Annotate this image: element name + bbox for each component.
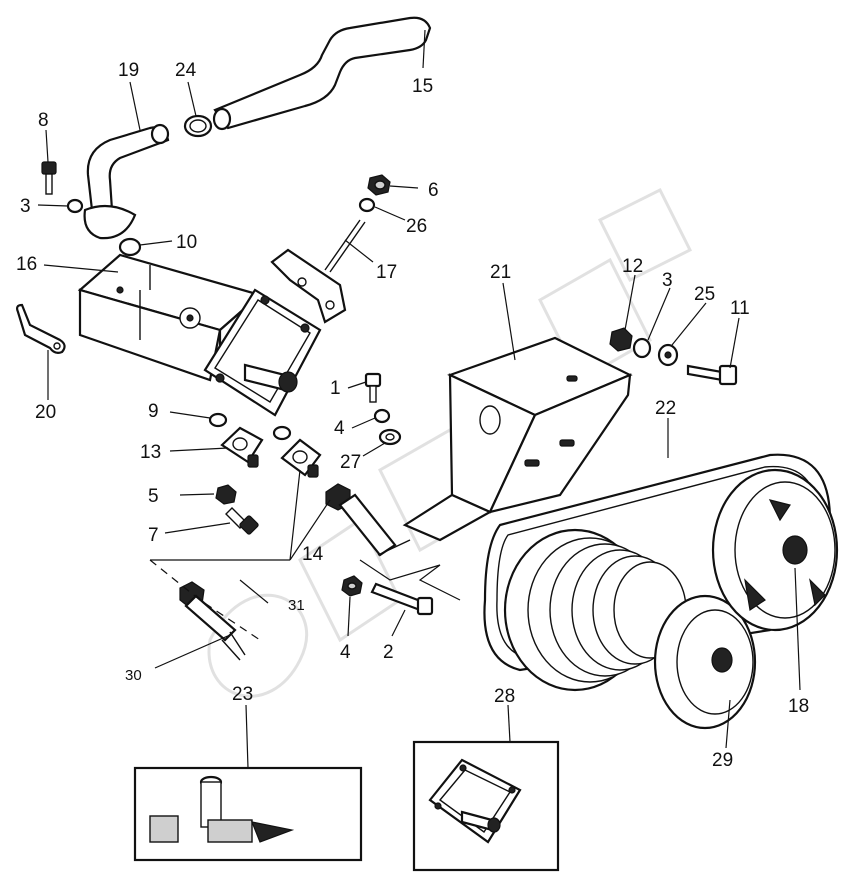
washer-9 <box>208 412 228 428</box>
callout-20: 20 <box>35 402 56 423</box>
callout-16: 16 <box>16 254 37 275</box>
nut-4-lower <box>341 575 363 597</box>
callout-28: 28 <box>494 686 515 707</box>
nut-5 <box>215 484 237 505</box>
pulley-29 <box>653 594 757 730</box>
callout-4-lower: 4 <box>340 642 351 663</box>
callout-2: 2 <box>383 642 394 663</box>
callout-3-left: 3 <box>20 196 31 217</box>
callout-29: 29 <box>712 750 733 771</box>
callout-4-upper: 4 <box>334 418 345 439</box>
callout-6: 6 <box>428 180 439 201</box>
pulley-18 <box>711 468 839 632</box>
callout-24: 24 <box>175 60 197 81</box>
washer-3-left <box>66 198 84 214</box>
callout-19: 19 <box>118 60 139 81</box>
callout-18: 18 <box>788 696 809 717</box>
multi-groove-pulley <box>503 528 687 692</box>
callout-30: 30 <box>125 667 142 684</box>
callout-labels: 19 24 15 8 3 10 16 20 9 13 5 7 14 6 26 1… <box>16 60 809 771</box>
callout-14: 14 <box>302 544 324 565</box>
callout-11: 11 <box>730 298 750 319</box>
bolt-11 <box>686 364 738 386</box>
callout-25: 25 <box>694 284 715 305</box>
callout-27: 27 <box>340 452 361 473</box>
flange-fitting-14 <box>280 438 322 478</box>
bracket-20 <box>16 303 66 354</box>
hydraulic-pump-16 <box>77 253 322 417</box>
callout-7: 7 <box>148 525 159 546</box>
callout-3-right: 3 <box>662 270 673 291</box>
elbow-pipe-19 <box>83 123 170 240</box>
o-ring-10 <box>118 237 142 257</box>
bolt-2 <box>370 582 434 616</box>
callout-23: 23 <box>232 684 253 705</box>
hose-fitting-14 <box>325 483 411 557</box>
callout-22: 22 <box>655 398 676 419</box>
callout-10: 10 <box>176 232 197 253</box>
bolt-8 <box>41 161 57 195</box>
callout-9: 9 <box>148 401 159 422</box>
washer-upper-14 <box>272 425 292 441</box>
hose-15 <box>212 16 432 131</box>
washer-4-upper <box>373 408 391 424</box>
washer-26 <box>358 197 376 213</box>
bolt-1 <box>364 372 382 403</box>
inset-box-28 <box>412 740 560 872</box>
washer-25 <box>657 343 679 367</box>
inset-box-23 <box>133 766 363 862</box>
washer-3-right <box>632 337 652 359</box>
callout-12: 12 <box>622 256 643 277</box>
bolt-7 <box>225 507 259 535</box>
callout-17: 17 <box>376 262 397 283</box>
callout-5: 5 <box>148 486 159 507</box>
nut-12 <box>609 327 633 352</box>
callout-13: 13 <box>140 442 161 463</box>
hose-path-lines <box>149 559 461 641</box>
callout-21: 21 <box>490 262 511 283</box>
mounting-bracket-21 <box>402 336 633 542</box>
callout-26: 26 <box>406 216 427 237</box>
leader-lines <box>37 29 801 769</box>
callout-1: 1 <box>330 378 341 399</box>
strap-bracket-17 <box>270 219 366 324</box>
callout-31: 31 <box>288 597 305 614</box>
callout-8: 8 <box>38 110 49 131</box>
callout-15: 15 <box>412 76 433 97</box>
washer-27 <box>378 428 402 446</box>
nut-6 <box>367 174 391 196</box>
hose-clamp-24 <box>183 114 213 138</box>
hose-end-30 <box>179 581 246 661</box>
flange-fitting-13 <box>220 426 264 468</box>
